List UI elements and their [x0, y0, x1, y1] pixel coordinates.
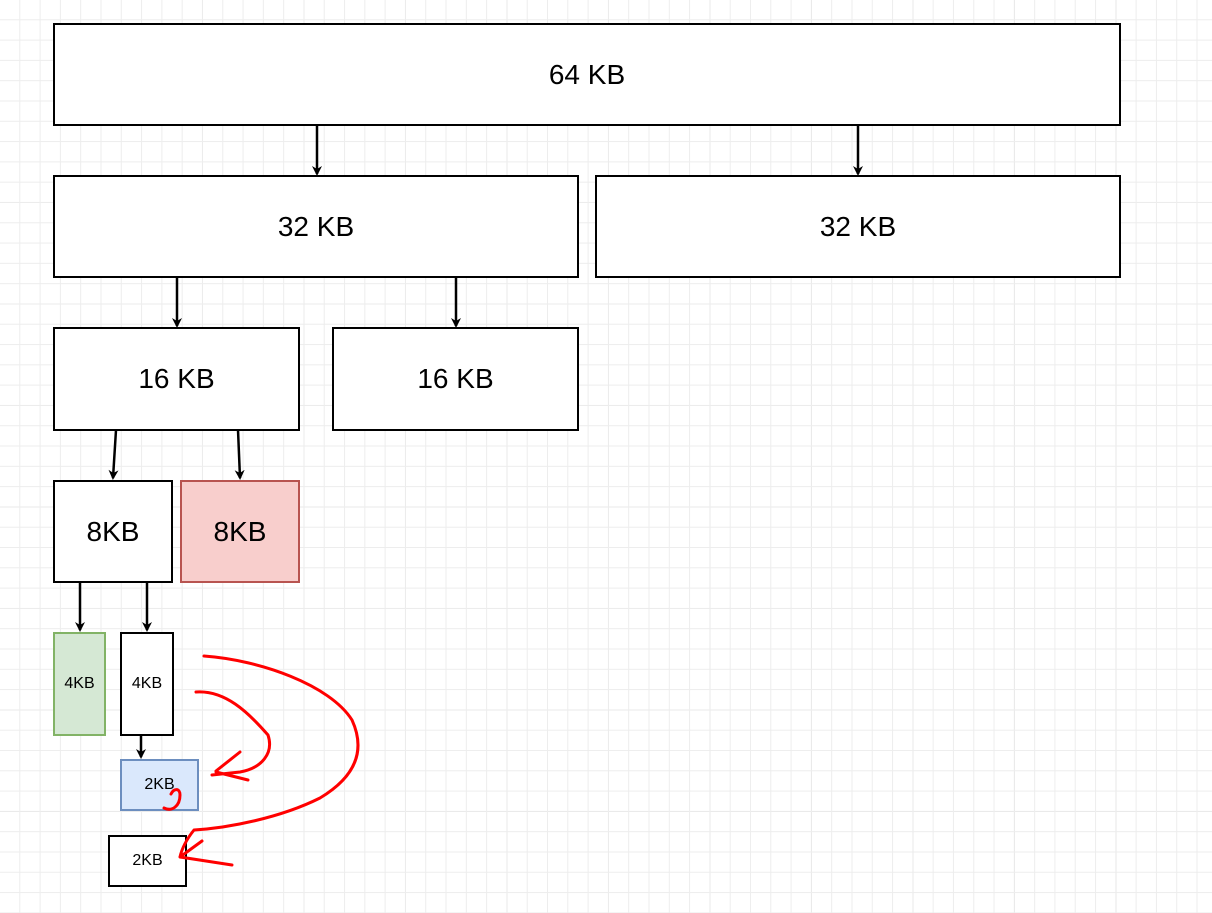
block-16kb-right[interactable]: 16 KB: [332, 327, 579, 431]
block-32kb-left[interactable]: 32 KB: [53, 175, 579, 278]
block-4kb-left-highlighted[interactable]: 4KB: [53, 632, 106, 736]
block-2kb-lower-label: 2KB: [132, 852, 163, 869]
red-annotation-arrow-inner: [194, 690, 271, 782]
edge-16-to-8-left: [108, 429, 119, 480]
block-2kb-lower[interactable]: 2KB: [108, 835, 187, 887]
block-16kb-right-label: 16 KB: [417, 363, 494, 394]
block-64kb[interactable]: 64 KB: [53, 23, 1121, 126]
block-8kb-right-highlighted[interactable]: 8KB: [180, 480, 300, 583]
block-16kb-left-label: 16 KB: [138, 363, 215, 394]
block-64kb-label: 64 KB: [548, 58, 626, 90]
block-8kb-left-label: 8KB: [86, 515, 140, 547]
block-8kb-right-label: 8KB: [213, 515, 267, 547]
block-32kb-left-label: 32 KB: [277, 210, 355, 242]
block-2kb-upper-highlighted[interactable]: 2KB: [120, 759, 199, 811]
block-4kb-right-label: 4KB: [131, 675, 163, 692]
edge-16-to-8-right: [234, 429, 245, 480]
block-16kb-left[interactable]: 16 KB: [53, 327, 300, 431]
block-4kb-left-label: 4KB: [64, 675, 95, 692]
block-32kb-right[interactable]: 32 KB: [595, 175, 1121, 278]
block-8kb-left[interactable]: 8KB: [53, 480, 173, 583]
block-2kb-upper-label: 2KB: [144, 776, 175, 793]
red-annotation-arrow-outer: [178, 654, 360, 867]
block-4kb-right[interactable]: 4KB: [120, 632, 174, 736]
block-32kb-right-label: 32 KB: [819, 210, 897, 242]
